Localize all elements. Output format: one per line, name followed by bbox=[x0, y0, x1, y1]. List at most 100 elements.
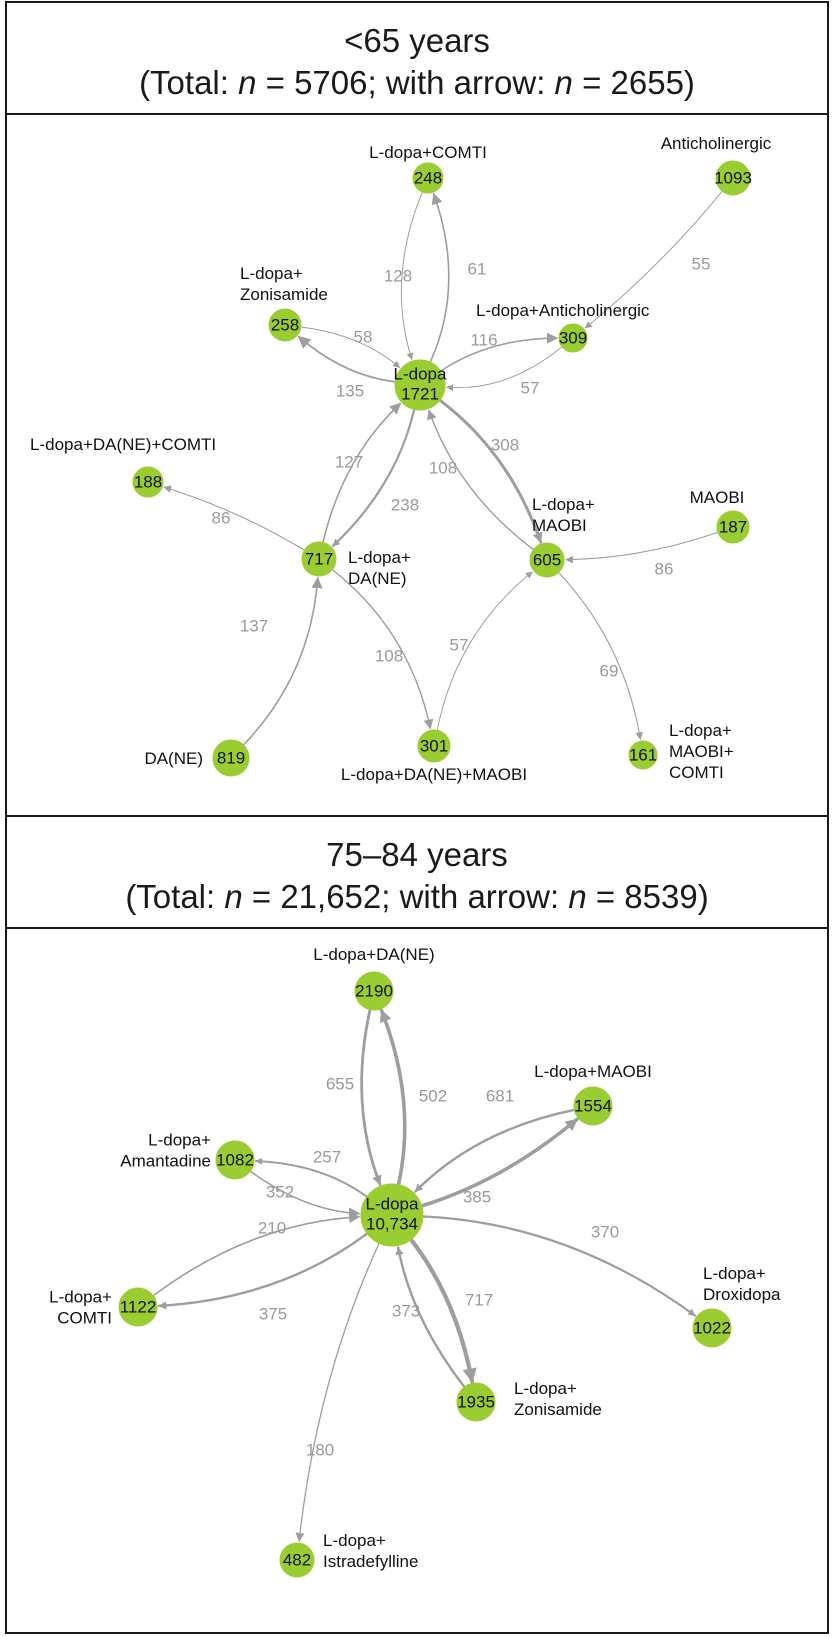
age75to84-edge-label-maobi-to-ldopa: 385 bbox=[463, 1187, 491, 1206]
under65-edge-label-daneonly-to-dane: 137 bbox=[240, 616, 268, 635]
under65-edge-dane-to-ldopa bbox=[322, 402, 402, 543]
age75to84-node-comti: 1122 L-dopa+COMTI bbox=[49, 1287, 158, 1328]
under65-node-zonis-circle bbox=[268, 308, 302, 342]
age75to84-node-zonis-label: L-dopa+Zonisamide bbox=[514, 1379, 602, 1419]
age75to84-node-ldopa-name: L-dopa bbox=[366, 1194, 419, 1213]
age75to84-node-amant: 1082 L-dopa+Amantadine bbox=[120, 1131, 255, 1180]
under65-edge-label-dane-to-dacomti: 86 bbox=[212, 508, 231, 527]
age75to84-node-amant-label: L-dopa+Amantadine bbox=[120, 1131, 211, 1171]
under65-edge-label-dane-to-ldopa: 127 bbox=[335, 452, 363, 471]
panel-75to84-body-frame bbox=[5, 927, 829, 1634]
panel-under65-title: <65 years bbox=[344, 22, 490, 59]
age75to84-node-droxi-label: L-dopa+Droxidopa bbox=[703, 1264, 781, 1304]
age75to84-node-maobi: 1554 L-dopa+MAOBI bbox=[534, 1062, 652, 1126]
under65-edge-label-comti-to-ldopa: 61 bbox=[468, 259, 487, 278]
under65-node-daneonly-label: DA(NE) bbox=[144, 749, 203, 768]
under65-edge-label-ldopa-to-dane: 238 bbox=[391, 495, 419, 514]
under65-edge-daneonly-to-dane bbox=[243, 576, 323, 746]
panel-under65-header: <65 years (Total: n = 5706; with arrow: … bbox=[5, 1, 829, 115]
under65-edge-label-damaobi-to-maobi: 57 bbox=[450, 635, 469, 654]
age75to84-edge-ldopa-to-istra bbox=[295, 1243, 380, 1543]
under65-node-daneonly-circle bbox=[212, 739, 250, 777]
under65-edge-label-dane-to-damaobi: 108 bbox=[375, 646, 403, 665]
age75to84-edge-label-ldopa-to-comti: 375 bbox=[259, 1304, 287, 1323]
age75to84-node-maobi-label: L-dopa+MAOBI bbox=[534, 1062, 652, 1081]
age75to84-edge-comti-to-ldopa bbox=[153, 1211, 361, 1296]
under65-edge-zonis-to-ldopa bbox=[301, 326, 401, 368]
age75to84-node-zonis-value: 1935 bbox=[457, 1392, 495, 1411]
under65-edge-damaobi-to-maobi bbox=[436, 571, 533, 730]
panel-75to84-title: 75–84 years bbox=[326, 836, 508, 873]
under65-node-zonis-label: L-dopa+Zonisamide bbox=[240, 264, 328, 304]
under65-edge-ldopa-to-ldanti bbox=[440, 332, 559, 372]
under65-edge-label-maobionly-to-maobi: 86 bbox=[655, 559, 674, 578]
age75to84-edge-label-comti-to-ldopa: 210 bbox=[258, 1218, 286, 1237]
age75to84-node-maobi-value: 1554 bbox=[574, 1096, 612, 1115]
age75to84-node-droxi-value: 1022 bbox=[693, 1318, 731, 1337]
under65-node-ldopa-name: L-dopa bbox=[394, 364, 447, 383]
under65-node-ldanti-value: 309 bbox=[559, 328, 587, 347]
under65-node-anticho-value: 1093 bbox=[714, 168, 752, 187]
under65-node-damaobi-circle bbox=[417, 729, 451, 763]
age75to84-node-zonis-circle bbox=[456, 1382, 496, 1422]
age75to84-node-amant-circle bbox=[215, 1140, 255, 1180]
panel-75to84-header: 75–84 years (Total: n = 21,652; with arr… bbox=[5, 815, 829, 929]
under65-node-dane-label: L-dopa+DA(NE) bbox=[348, 548, 411, 588]
under65-edge-label-ldopa-to-comti: 128 bbox=[384, 266, 412, 285]
age75to84-node-istra-label: L-dopa+Istradefylline bbox=[323, 1531, 418, 1571]
age75to84-node-comti-value: 1122 bbox=[120, 1297, 157, 1316]
age75to84-node-istra-circle bbox=[279, 1542, 315, 1578]
under65-edge-dane-to-damaobi bbox=[332, 569, 434, 730]
under65-edge-ldanti-to-ldopa bbox=[446, 346, 562, 392]
under65-node-dacomti-value: 188 bbox=[134, 472, 162, 491]
under65-node-maobionly-circle bbox=[716, 510, 750, 544]
under65-node-dane-circle bbox=[301, 541, 337, 577]
under65-node-ldopa-circle bbox=[394, 359, 446, 411]
age75to84-edge-label-ldopa-to-amant: 352 bbox=[266, 1182, 294, 1201]
age75to84-edge-ldopa-to-zonis bbox=[409, 1238, 477, 1384]
age75to84-edge-label-zonis-to-ldopa: 373 bbox=[392, 1301, 420, 1320]
under65-edge-label-maobi-to-maobicomti: 69 bbox=[600, 661, 619, 680]
under65-node-maobionly-value: 187 bbox=[719, 517, 747, 536]
age75to84-edge-label-ldopa-to-dane: 655 bbox=[326, 1074, 354, 1093]
under65-node-dacomti: 188 L-dopa+DA(NE)+COMTI bbox=[30, 435, 216, 498]
age75to84-edge-label-dane-to-ldopa: 502 bbox=[419, 1086, 447, 1105]
under65-edge-ldopa-to-dane bbox=[331, 409, 416, 548]
under65-node-damaobi-value: 301 bbox=[420, 736, 448, 755]
age75to84-node-ldopa-value: 10,734 bbox=[366, 1214, 418, 1233]
under65-node-comti-label: L-dopa+COMTI bbox=[369, 143, 487, 162]
age75to84-node-amant-value: 1082 bbox=[216, 1150, 254, 1169]
under65-node-damaobi-label: L-dopa+DA(NE)+MAOBI bbox=[341, 765, 527, 784]
age75to84-node-maobi-circle bbox=[573, 1086, 613, 1126]
age75to84-edge-ldopa-to-maobi bbox=[420, 1117, 579, 1208]
under65-edge-ldopa-to-comti bbox=[429, 192, 450, 363]
under65-node-dane: 717 L-dopa+DA(NE) bbox=[301, 541, 411, 588]
age75to84-node-istra-value: 482 bbox=[283, 1550, 311, 1569]
panel-75to84-network: L-dopa10,7342190L-dopa+DA(NE)1554L-dopa+… bbox=[49, 945, 781, 1578]
age75to84-node-zonis: 1935 L-dopa+Zonisamide bbox=[456, 1379, 602, 1422]
under65-node-maobicomti-value: 161 bbox=[629, 745, 657, 764]
under65-node-dane-value: 717 bbox=[305, 549, 333, 568]
under65-node-dacomti-label: L-dopa+DA(NE)+COMTI bbox=[30, 435, 216, 454]
age75to84-node-comti-label: L-dopa+COMTI bbox=[49, 1288, 112, 1328]
under65-edge-dane-to-dacomti bbox=[163, 485, 305, 551]
under65-edge-comti-to-ldopa bbox=[400, 192, 423, 360]
under65-node-maobi-label: L-dopa+MAOBI bbox=[532, 495, 595, 535]
under65-node-maobicomti-circle bbox=[628, 740, 658, 770]
under65-edge-maobionly-to-maobi bbox=[565, 532, 718, 564]
panel-under65-subtitle: (Total: n = 5706; with arrow: n = 2655) bbox=[139, 64, 695, 101]
